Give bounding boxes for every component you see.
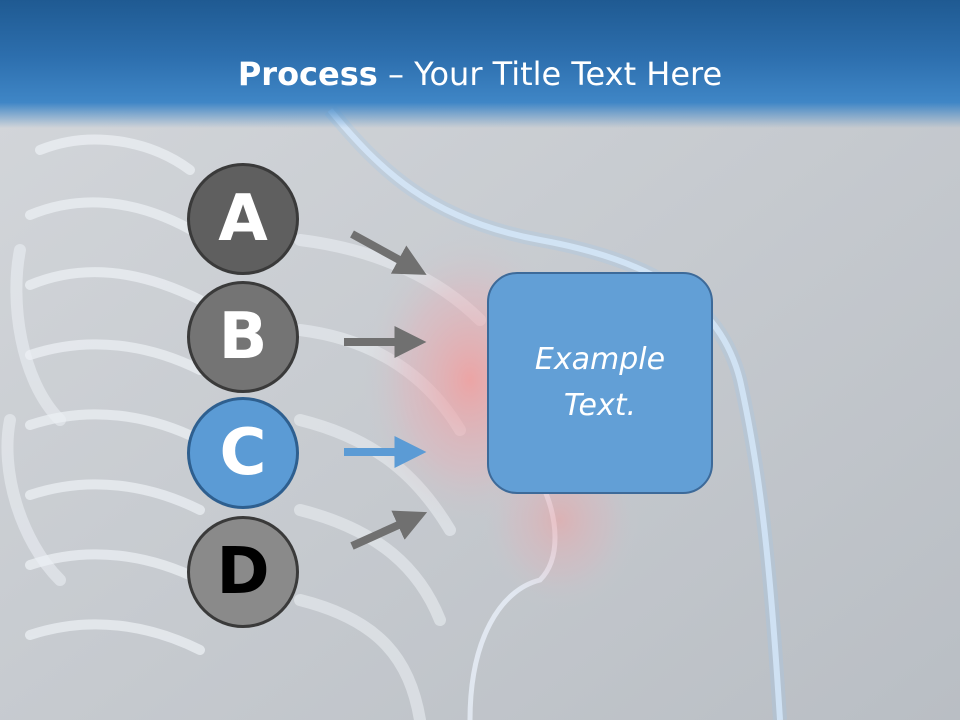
- slide-title: Process – Your Title Text Here: [0, 52, 960, 96]
- title-rest: – Your Title Text Here: [377, 55, 723, 93]
- title-bold: Process: [237, 55, 378, 93]
- example-text: Example Text.: [534, 342, 666, 423]
- step-circle-a: A: [187, 163, 299, 275]
- step-circle-b: B: [187, 281, 299, 393]
- example-text-box: Example Text.: [487, 272, 713, 494]
- step-circle-d: D: [187, 516, 299, 628]
- step-circle-c: C: [187, 397, 299, 509]
- title-bar: [0, 0, 960, 128]
- arrow-a: [350, 230, 427, 275]
- arrow-d: [350, 510, 428, 550]
